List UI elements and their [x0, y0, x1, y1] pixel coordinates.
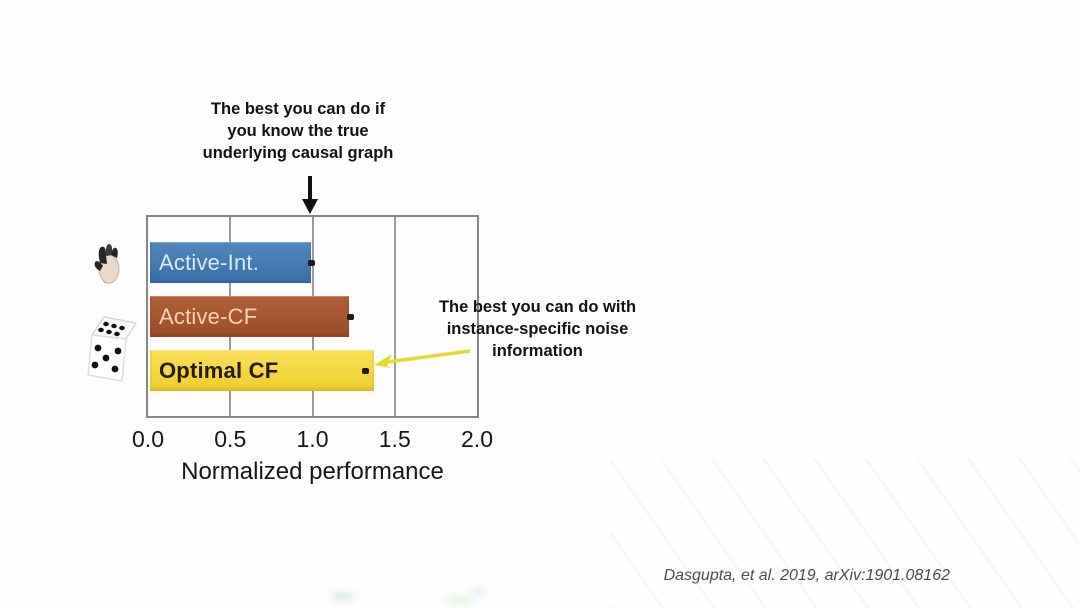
bar-label: Active-Int.: [159, 249, 260, 275]
x-tick-label: 0.0: [132, 426, 164, 452]
plot-area: Active-Int. Active-CF Optimal CF: [146, 215, 479, 418]
error-marker: [347, 313, 355, 320]
annotation-line: information: [492, 342, 583, 360]
bar-label: Optimal CF: [159, 357, 279, 383]
x-tick-label: 1.5: [378, 426, 411, 452]
yellow-arrow-icon: [374, 349, 471, 368]
down-arrow-icon: [302, 176, 318, 214]
hand-icon: [91, 241, 125, 287]
bar-optimal-cf: Optimal CF: [150, 350, 374, 391]
bar-active-int: Active-Int.: [150, 242, 312, 283]
x-tick-label: 1.0: [296, 426, 329, 452]
citation: Dasgupta, et al. 2019, arXiv:1901.08162: [663, 567, 950, 584]
annotation-line: instance-specific noise: [446, 320, 629, 338]
x-tick-label: 2.0: [461, 426, 493, 452]
x-axis-ticks: 0.0 0.5 1.0 1.5 2.0: [132, 426, 493, 456]
bar-label: Active-CF: [159, 303, 258, 329]
annotation-line: The best you can do if: [210, 100, 386, 118]
watermark-pattern: [610, 458, 1080, 608]
annotation-line: The best you can do with: [438, 298, 637, 316]
dice-icon: [82, 313, 140, 387]
x-tick-label: 0.5: [214, 426, 247, 452]
artifact-smudge: [470, 588, 488, 596]
gridline: [393, 217, 396, 416]
bar-active-cf: Active-CF: [150, 296, 350, 337]
annotation-causal-graph: The best you can do if you know the true…: [148, 98, 448, 164]
annotation-line: you know the true: [227, 122, 369, 140]
error-marker: [362, 367, 370, 374]
artifact-smudge: [445, 596, 475, 605]
annotation-noise-info: The best you can do with instance-specif…: [415, 296, 660, 362]
error-marker: [307, 259, 315, 266]
x-axis-label: Normalized performance: [181, 458, 444, 485]
annotation-line: underlying causal graph: [202, 144, 394, 162]
artifact-smudge: [330, 592, 356, 601]
